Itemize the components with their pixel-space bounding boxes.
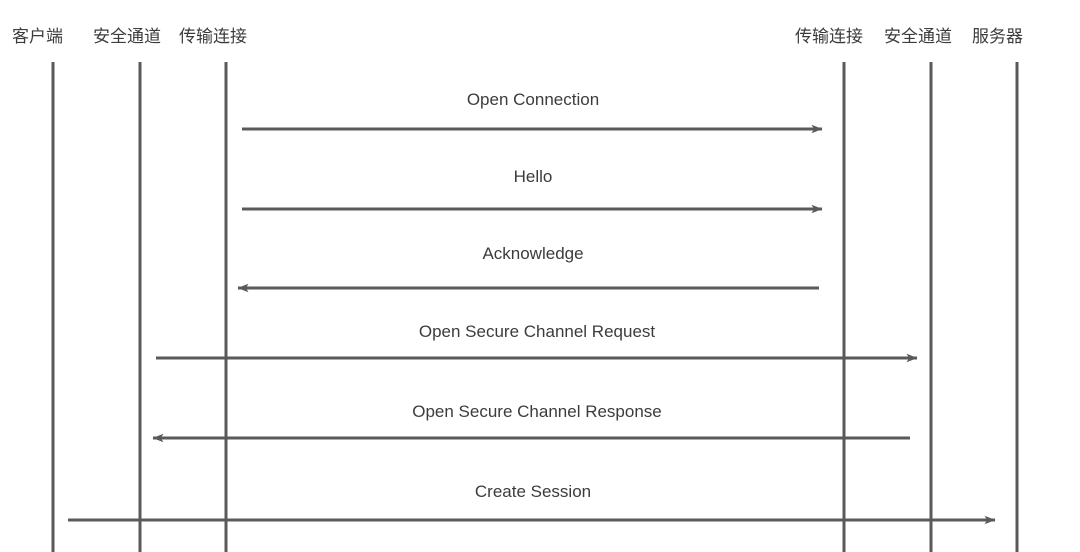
- message-label-open-connection: Open Connection: [467, 90, 599, 109]
- message-open-secure-channel-response: Open Secure Channel Response: [152, 402, 910, 443]
- participant-label-transport-right: 传输连接: [795, 27, 863, 46]
- participant-label-transport-left: 传输连接: [179, 27, 247, 46]
- message-label-open-secure-channel-request: Open Secure Channel Request: [419, 322, 656, 341]
- message-hello: Hello: [242, 167, 823, 214]
- message-label-create-session: Create Session: [475, 482, 591, 501]
- participant-headers: 客户端 安全通道 传输连接 传输连接 安全通道 服务器: [12, 27, 1023, 46]
- messages: Open Connection Hello Acknowledge Open S…: [68, 90, 996, 525]
- participant-label-client: 客户端: [12, 27, 63, 46]
- participant-label-secure-channel-left: 安全通道: [93, 27, 161, 46]
- message-label-acknowledge: Acknowledge: [482, 244, 583, 263]
- message-open-secure-channel-request: Open Secure Channel Request: [156, 322, 918, 363]
- message-create-session: Create Session: [68, 482, 996, 525]
- participant-label-secure-channel-right: 安全通道: [884, 27, 952, 46]
- message-open-connection: Open Connection: [242, 90, 823, 134]
- participant-label-server: 服务器: [972, 27, 1023, 46]
- message-label-hello: Hello: [514, 167, 553, 186]
- message-label-open-secure-channel-response: Open Secure Channel Response: [412, 402, 662, 421]
- message-acknowledge: Acknowledge: [237, 244, 819, 293]
- lifelines: [51, 62, 1019, 552]
